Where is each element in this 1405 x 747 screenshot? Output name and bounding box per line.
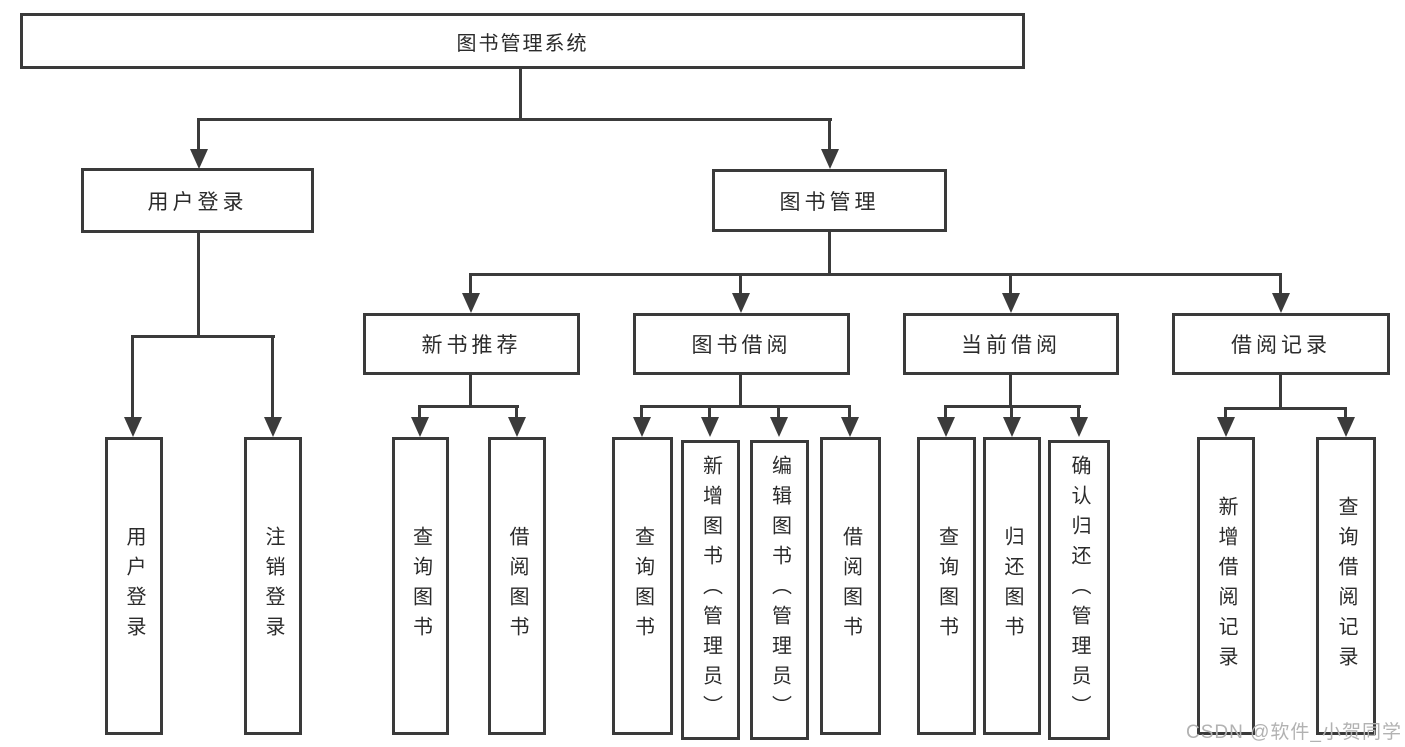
node-label: 编辑图书（管理员）	[768, 455, 791, 725]
arrow-down-icon	[1003, 417, 1021, 437]
arrow-down-icon	[1272, 293, 1290, 313]
node-label: 借阅图书	[506, 526, 528, 646]
arrow-down-icon	[411, 417, 429, 437]
connector-drop-level3	[1279, 273, 1282, 295]
node-label: 用户登录	[147, 190, 248, 214]
connector-drop-level3	[1009, 273, 1012, 295]
connector-level3-horizontal	[469, 273, 1282, 276]
node-label: 确认归还（管理员）	[1068, 455, 1090, 725]
node-label: 新增借阅记录	[1215, 496, 1237, 676]
connector-recommendation-horizontal	[418, 405, 519, 408]
leaf-search-books-recommend: 查询图书	[392, 437, 449, 735]
connector-drop-leaf	[708, 405, 711, 419]
arrow-down-icon	[124, 417, 142, 437]
arrow-down-icon	[1217, 417, 1235, 437]
connector-drop-leaf	[848, 405, 851, 419]
node-label: 图书管理系统	[456, 32, 589, 55]
connector-records-horizontal	[1224, 407, 1347, 410]
connector-drop-level3	[469, 273, 472, 295]
arrow-down-icon	[937, 417, 955, 437]
node-label: 新书推荐	[421, 334, 522, 357]
node-label: 查询图书	[935, 526, 958, 646]
node-new-book-recommendation: 新书推荐	[363, 313, 580, 375]
arrow-down-icon	[264, 417, 282, 437]
node-label: 注销登录	[262, 526, 284, 646]
node-label: 新增图书（管理员）	[699, 455, 722, 725]
leaf-confirm-return-admin: 确认归还（管理员）	[1048, 440, 1110, 740]
node-current-borrowing: 当前借阅	[903, 313, 1119, 375]
arrow-down-icon	[1002, 293, 1020, 313]
arrow-down-icon	[190, 149, 208, 169]
connector-drop-book-management	[828, 118, 831, 152]
leaf-user-login: 用户登录	[105, 437, 163, 735]
connector-user-login-stem	[197, 233, 200, 335]
arrow-down-icon	[701, 417, 719, 437]
node-label: 借阅记录	[1231, 334, 1331, 357]
node-label: 借阅图书	[839, 526, 862, 646]
connector-drop-leaf	[418, 405, 421, 419]
node-user-login: 用户登录	[81, 168, 314, 233]
node-label: 查询图书	[409, 526, 432, 646]
leaf-borrow-books-recommend: 借阅图书	[488, 437, 546, 735]
leaf-search-books-current: 查询图书	[917, 437, 976, 735]
connector-records-stem	[1279, 375, 1282, 407]
leaf-return-books: 归还图书	[983, 437, 1041, 735]
node-book-management-system: 图书管理系统	[20, 13, 1025, 69]
arrow-down-icon	[633, 417, 651, 437]
leaf-search-books-borrowing: 查询图书	[612, 437, 673, 735]
connector-recommendation-stem	[469, 375, 472, 405]
node-label: 用户登录	[123, 526, 145, 646]
connector-user-login-horizontal	[132, 335, 275, 338]
leaf-edit-book-admin: 编辑图书（管理员）	[750, 440, 809, 740]
arrow-down-icon	[508, 417, 526, 437]
arrow-down-icon	[821, 149, 839, 169]
csdn-watermark: CSDN @软件_小贺同学	[1186, 722, 1402, 743]
arrow-down-icon	[462, 293, 480, 313]
arrow-down-icon	[1070, 417, 1088, 437]
leaf-logout-login: 注销登录	[244, 437, 302, 735]
node-label: 图书借阅	[691, 334, 792, 357]
leaf-search-borrow-record: 查询借阅记录	[1316, 437, 1376, 735]
node-label: 查询借阅记录	[1335, 496, 1357, 676]
node-label: 归还图书	[1001, 526, 1023, 646]
arrow-down-icon	[770, 417, 788, 437]
connector-drop-leaf	[515, 405, 518, 419]
arrow-down-icon	[732, 293, 750, 313]
connector-root-stem	[519, 68, 522, 118]
leaf-borrow-books-borrowing: 借阅图书	[820, 437, 881, 735]
connector-drop-leaf	[777, 405, 780, 419]
connector-drop-leaf	[640, 405, 643, 419]
connector-drop-user-login	[197, 118, 200, 152]
connector-drop-leaf	[1344, 407, 1347, 419]
leaf-add-book-admin: 新增图书（管理员）	[681, 440, 740, 740]
connector-borrowing-stem	[739, 375, 742, 405]
leaf-add-borrow-record: 新增借阅记录	[1197, 437, 1255, 735]
arrow-down-icon	[1337, 417, 1355, 437]
connector-drop-level3	[739, 273, 742, 295]
connector-drop-leaf	[1010, 405, 1013, 419]
connector-book-management-stem	[828, 232, 831, 273]
connector-borrowing-horizontal	[640, 405, 851, 408]
connector-drop-leaf	[944, 405, 947, 419]
node-borrowing-records: 借阅记录	[1172, 313, 1390, 375]
node-label: 查询图书	[631, 526, 654, 646]
connector-drop-leaf	[271, 335, 274, 419]
node-book-borrowing: 图书借阅	[633, 313, 850, 375]
connector-drop-leaf	[1224, 407, 1227, 419]
connector-drop-leaf	[131, 335, 134, 419]
node-label: 当前借阅	[961, 334, 1061, 357]
arrow-down-icon	[841, 417, 859, 437]
connector-drop-leaf	[1077, 405, 1080, 419]
node-label: 图书管理	[779, 190, 880, 214]
connector-current-stem	[1009, 375, 1012, 405]
node-book-management: 图书管理	[712, 169, 947, 232]
connector-root-horizontal	[198, 118, 832, 121]
